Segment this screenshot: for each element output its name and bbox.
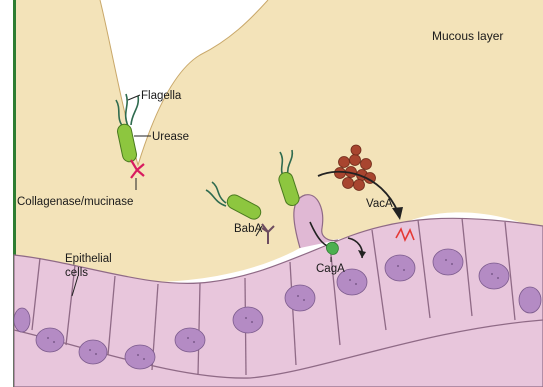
label-flagella: Flagella <box>141 90 182 102</box>
caga-protein-icon <box>326 242 338 254</box>
label-urease: Urease <box>152 131 189 143</box>
label-collagenase-mucinase: Collagenase/mucinase <box>17 196 133 208</box>
label-epithelial: Epithelial <box>65 253 112 265</box>
label-baba: BabA <box>234 223 262 235</box>
label-cells: cells <box>65 267 88 279</box>
nucleus <box>433 249 463 275</box>
nucleus <box>79 340 107 364</box>
nucleus <box>125 345 155 369</box>
label-caga: CagA <box>316 263 345 275</box>
label-vaca: VacA <box>366 198 393 210</box>
nucleus <box>175 328 205 352</box>
nucleus <box>233 307 263 333</box>
nucleus <box>519 287 541 313</box>
nucleus <box>479 263 509 289</box>
nucleus <box>36 328 64 352</box>
nucleus <box>385 255 415 281</box>
nucleus <box>14 308 30 332</box>
nucleus <box>285 285 315 311</box>
label-mucous-layer: Mucous layer <box>432 29 503 43</box>
